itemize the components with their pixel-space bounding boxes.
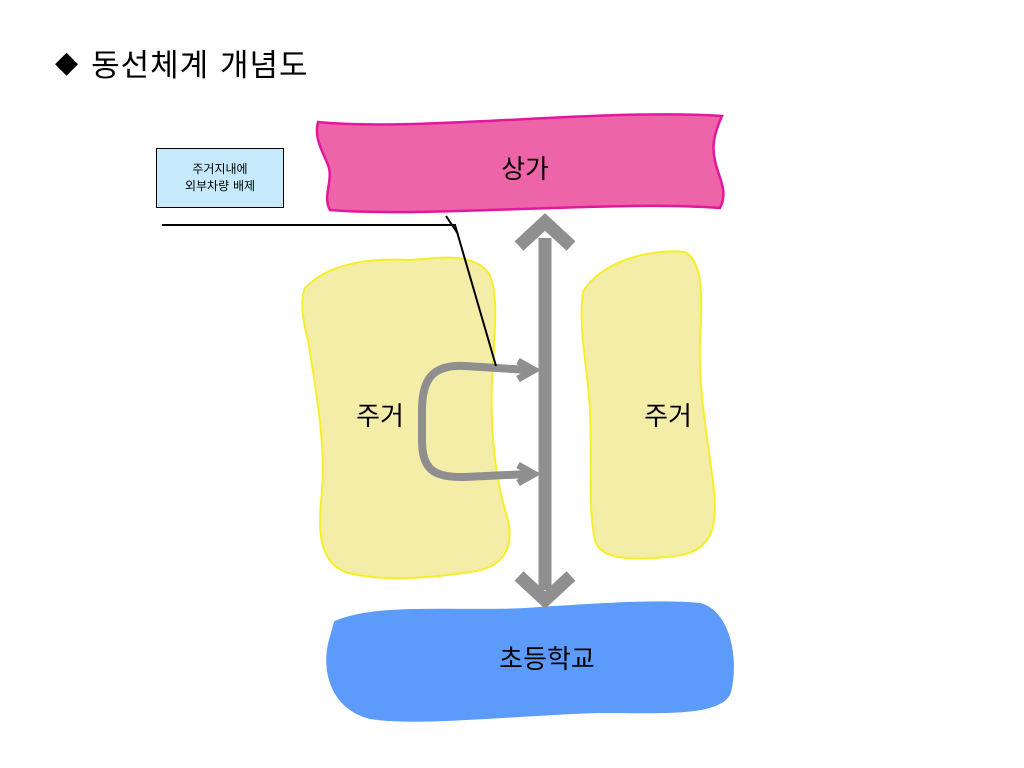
main-arrow-head-top — [514, 213, 576, 251]
school-zone — [326, 601, 734, 722]
diamond-icon: ◆ — [55, 44, 80, 80]
note-box: 주거지내에 외부차량 배제 — [156, 148, 284, 208]
housing-zone-left — [301, 256, 511, 580]
main-arrow-head-bottom — [514, 571, 576, 609]
housing-right-label: 주거 — [644, 402, 692, 432]
note-line-2: 외부차량 배제 — [184, 179, 256, 193]
school-label: 초등학교 — [499, 645, 595, 675]
housing-left-label: 주거 — [356, 402, 404, 432]
loop-arrow-head-bottom — [516, 461, 542, 487]
commercial-zone — [315, 113, 725, 214]
slide-title: ◆ 동선체계 개념도 — [55, 40, 309, 85]
note-leader-tick — [445, 215, 459, 235]
loop-arrow-head-top — [516, 357, 542, 383]
slide-title-text: 동선체계 개념도 — [91, 48, 309, 84]
housing-zone-right — [580, 250, 716, 560]
commercial-label: 상가 — [501, 155, 549, 185]
loop-arrow — [418, 361, 529, 482]
note-line-1: 주거지내에 — [192, 162, 248, 176]
note-leader-line — [162, 224, 497, 367]
